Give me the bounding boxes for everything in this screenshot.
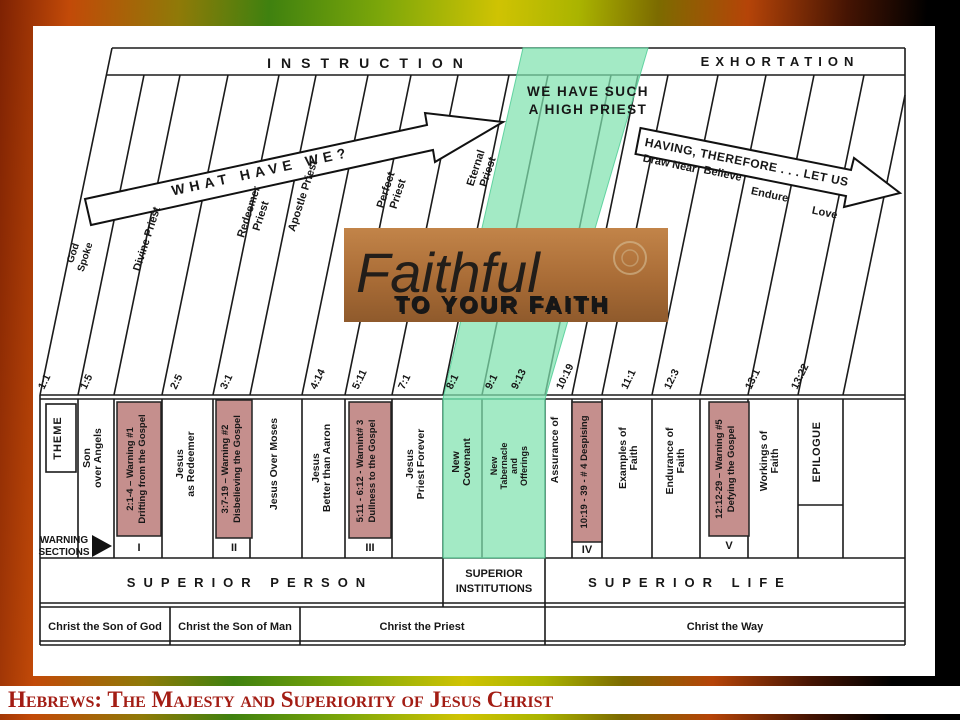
warning-sections-label-1: WARNING bbox=[40, 535, 89, 546]
theme-label: THEME bbox=[52, 416, 64, 460]
warning-sections-label-2: SECTIONS bbox=[38, 547, 89, 558]
new-tabernacle-4: Offerings bbox=[519, 446, 529, 486]
warning-3-title: 5:11 - 6:12 - Warnint# 3 bbox=[355, 420, 366, 523]
christ-the-priest-label: Christ the Priest bbox=[380, 621, 465, 633]
bottom-row: Christ the Son of God Christ the Son of … bbox=[48, 621, 764, 633]
title-bar: Hebrews: The Majesty and Superiority of … bbox=[0, 686, 960, 714]
warning-4-title: 10:19 - 39 - # 4 Despising bbox=[579, 415, 590, 528]
warning-2-box bbox=[215, 399, 253, 539]
banner-swirl-inner-icon bbox=[621, 249, 639, 267]
warning-boxes bbox=[116, 399, 750, 543]
son-over-angels-2: over Angels bbox=[92, 428, 104, 488]
workings-of-faith-2: Faith bbox=[769, 448, 781, 473]
banner-caps-text: TO YOUR FAITH bbox=[394, 291, 610, 317]
green-band-line2: A HIGH PRIEST bbox=[529, 102, 648, 117]
warning-2-subtitle: Disbelieving the Gospel bbox=[232, 415, 243, 523]
warning-1-box bbox=[116, 401, 162, 537]
warning-4-numeral: IV bbox=[582, 544, 593, 556]
faithful-banner-bg bbox=[344, 228, 668, 322]
new-covenant-1: New bbox=[450, 450, 462, 472]
jesus-as-redeemer-2: as Redeemer bbox=[185, 431, 197, 496]
jesus-better-than-aaron-1: Jesus bbox=[310, 453, 322, 483]
warning-1-title: 2:1-4 – Warning #1 bbox=[125, 426, 136, 510]
warning-2-title: 3:7-19 – Warning #2 bbox=[220, 425, 231, 514]
hebrews-chart: WE HAVE SUCH A HIGH PRIEST INSTRUCTION E… bbox=[33, 26, 935, 676]
endurance-of-faith-1: Endurance of bbox=[664, 427, 676, 495]
exhortation-header: EXHORTATION bbox=[701, 54, 860, 69]
examples-of-faith-2: Faith bbox=[628, 445, 640, 470]
green-band-line1: WE HAVE SUCH bbox=[527, 84, 649, 99]
new-tabernacle-3: and bbox=[509, 458, 519, 474]
warning-texts: 2:1-4 – Warning #1 Drifting from the Gos… bbox=[125, 414, 737, 528]
jesus-priest-forever-1: Jesus bbox=[404, 449, 416, 479]
grid-lines bbox=[39, 47, 906, 646]
superior-person-label: SUPERIOR PERSON bbox=[127, 575, 373, 590]
son-over-angels-1: Son bbox=[81, 448, 93, 468]
slide-title: Hebrews: The Majesty and Superiority of … bbox=[8, 687, 554, 712]
column-labels: Son over Angels Jesus as Redeemer Jesus … bbox=[81, 416, 781, 512]
warning-5-subtitle: Defying the Gospel bbox=[726, 426, 737, 513]
jesus-priest-forever-2: Priest Forever bbox=[415, 429, 427, 500]
jesus-as-redeemer-1: Jesus bbox=[174, 449, 186, 479]
christ-the-way-label: Christ the Way bbox=[687, 621, 764, 633]
banner-caps-shadow: TO YOUR FAITH bbox=[396, 293, 612, 319]
theme-box bbox=[45, 403, 77, 473]
warning-numerals: I II III IV V bbox=[137, 540, 733, 556]
superior-institutions-label-2: INSTITUTIONS bbox=[456, 583, 532, 595]
faithful-banner: Faithful TO YOUR FAITH TO YOUR FAITH bbox=[344, 228, 668, 322]
warning-3-numeral: III bbox=[365, 542, 374, 554]
new-tabernacle-1: New bbox=[489, 456, 499, 476]
love-label: Love bbox=[811, 205, 839, 222]
superior-life-label: SUPERIOR LIFE bbox=[588, 575, 792, 590]
warning-sections-arrow-icon bbox=[92, 535, 112, 557]
warning-5-title: 12:12-29 – Warning #5 bbox=[714, 419, 725, 519]
examples-of-faith-1: Examples of bbox=[617, 427, 629, 489]
christ-son-of-man-label: Christ the Son of Man bbox=[178, 621, 292, 633]
new-covenant-2: Covenant bbox=[461, 438, 473, 486]
workings-of-faith-1: Workings of bbox=[758, 430, 770, 491]
banner-script-text: Faithful bbox=[356, 241, 541, 304]
warning-4-box bbox=[571, 401, 603, 543]
warning-3-box bbox=[348, 401, 392, 539]
warning-1-subtitle: Drifting from the Gospel bbox=[137, 414, 148, 523]
new-tabernacle-2: Tabernacle bbox=[499, 443, 509, 490]
endurance-of-faith-2: Faith bbox=[675, 448, 687, 473]
warning-5-numeral: V bbox=[725, 540, 733, 552]
warning-3-subtitle: Dullness to the Gospel bbox=[367, 420, 378, 523]
warning-1-numeral: I bbox=[137, 542, 140, 554]
having-therefore-arrow bbox=[634, 126, 903, 209]
warning-2-numeral: II bbox=[231, 542, 237, 554]
epilogue-label: EPILOGUE bbox=[811, 422, 823, 483]
instruction-header: INSTRUCTION bbox=[267, 55, 473, 71]
warning-5-box bbox=[708, 401, 750, 537]
jesus-over-moses: Jesus Over Moses bbox=[268, 418, 280, 510]
assurance-of: Assurance of bbox=[549, 416, 561, 483]
superior-institutions-label-1: SUPERIOR bbox=[465, 568, 523, 580]
what-have-we-arrow bbox=[83, 111, 507, 227]
jesus-better-than-aaron-2: Better than Aaron bbox=[321, 424, 333, 512]
banner-swirl-icon bbox=[613, 241, 647, 275]
christ-son-of-god-label: Christ the Son of God bbox=[48, 621, 162, 633]
